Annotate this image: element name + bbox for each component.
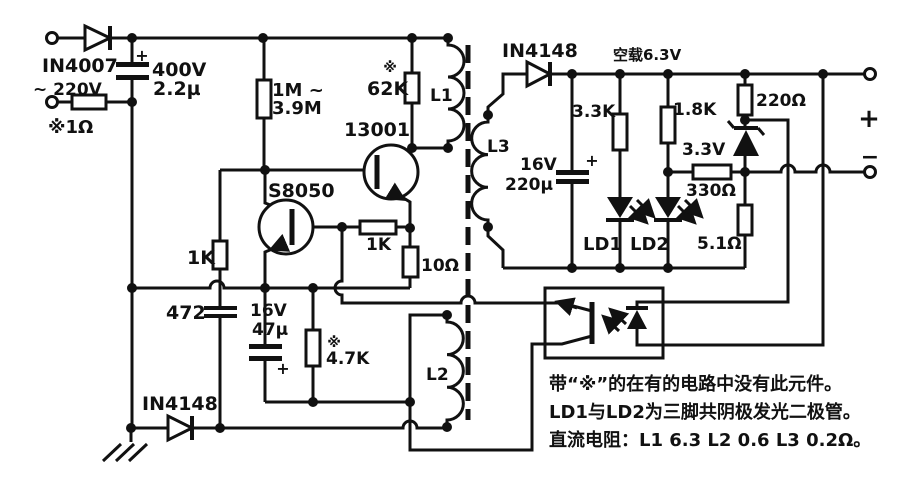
input-terminals <box>45 31 59 109</box>
label-4k7-mark: ※ <box>327 335 341 351</box>
label-zener: 3.3V <box>682 140 726 160</box>
label-in4148-output: IN4148 <box>502 40 578 62</box>
label-bulk-cap-value: 2.2µ <box>153 78 201 100</box>
note-line-3: 直流电阻：L1 6.3 L2 0.6 L3 0.2Ω。 <box>549 429 871 451</box>
label-ld1: LD1 <box>583 234 622 255</box>
label-l1: L1 <box>430 86 453 106</box>
transistor-s8050 <box>257 198 315 256</box>
resistor-62k <box>403 71 421 105</box>
optocoupler <box>543 286 665 360</box>
resistor-1k-base <box>211 239 229 271</box>
output-terminals <box>863 67 877 179</box>
diode-in4148-feedback <box>166 413 196 443</box>
led-ld2 <box>654 197 704 225</box>
label-fuse-resistor: ※1Ω <box>48 117 93 138</box>
labels: IN4007 ~ 220V ※1Ω + 400V 2.2µ 1M ~ 3.9M … <box>33 40 880 415</box>
label-4k7: 4.7K <box>326 349 370 369</box>
label-startup-resistor-2: 3.9M <box>272 98 322 119</box>
label-l2: L2 <box>426 365 449 385</box>
resistor-3k3 <box>611 112 629 152</box>
label-220ohm: 220Ω <box>756 91 806 111</box>
wires <box>57 36 864 452</box>
resistor-220ohm <box>736 83 754 117</box>
label-bulk-cap-voltage: 400V <box>152 59 207 81</box>
transistor-13001 <box>362 143 420 202</box>
label-62k: 62K <box>367 78 409 100</box>
label-10ohm: 10Ω <box>421 256 459 276</box>
diode-in4007 <box>83 23 114 53</box>
capacitor-400v-2u2 <box>116 62 149 80</box>
capacitor-16v-47u <box>249 344 282 361</box>
zener-3v3 <box>726 120 766 156</box>
label-62k-mark: ※ <box>383 60 397 76</box>
label-220u-voltage: 16V <box>520 155 558 175</box>
label-in4007: IN4007 <box>42 55 118 77</box>
resistor-1k8 <box>659 105 677 145</box>
resistor-1ohm <box>70 93 108 111</box>
led-ld1 <box>606 197 656 225</box>
label-output-plus: + <box>858 104 880 134</box>
label-1k8: 1.8K <box>673 100 717 120</box>
notes: 带“※”的在有的电路中没有此元件。 LD1与LD2为三脚共阴极发光二极管。 直流… <box>549 373 871 451</box>
label-47u-plus: + <box>276 359 289 378</box>
label-1k-feedback: 1K <box>366 235 392 255</box>
capacitor-472 <box>204 306 237 318</box>
label-startup-resistor-1: 1M ~ <box>272 80 324 101</box>
ac-terminal-bottom <box>45 95 59 109</box>
dc-terminal-minus <box>863 165 877 179</box>
label-1k-base: 1K <box>187 247 216 269</box>
note-line-2: LD1与LD2为三脚共阴极发光二极管。 <box>549 401 861 423</box>
label-in4148-feedback: IN4148 <box>142 393 218 415</box>
dc-terminal-plus <box>863 67 877 81</box>
capacitor-16v-220u <box>556 170 589 184</box>
diode-in4148-output <box>525 59 554 89</box>
resistor-4k7 <box>304 328 322 368</box>
label-ac-input: ~ 220V <box>33 80 103 100</box>
label-bulk-cap-plus: + <box>135 46 148 65</box>
resistor-330ohm <box>691 163 733 181</box>
resistor-1m-3m9 <box>255 78 273 120</box>
note-line-1: 带“※”的在有的电路中没有此元件。 <box>549 373 842 395</box>
label-13001: 13001 <box>344 119 410 141</box>
label-5r1: 5.1Ω <box>697 234 742 254</box>
label-220u-value: 220µ <box>505 175 553 195</box>
label-s8050: S8050 <box>268 180 335 202</box>
label-3k3: 3.3K <box>572 102 616 122</box>
label-ld2: LD2 <box>630 234 669 255</box>
ac-terminal-top <box>45 31 59 45</box>
label-472: 472 <box>166 302 206 324</box>
label-output-minus: − <box>861 145 879 170</box>
label-330ohm: 330Ω <box>686 181 736 201</box>
label-47u-voltage: 16V <box>250 301 288 321</box>
label-47u-value: 47µ <box>252 320 288 340</box>
junction-dots <box>126 33 828 433</box>
label-no-load-voltage: 空载6.3V <box>613 46 682 64</box>
components <box>45 23 877 463</box>
resistor-5r1 <box>736 203 754 237</box>
resistor-10ohm <box>401 245 420 279</box>
label-l3: L3 <box>487 137 510 157</box>
ground-symbol <box>101 428 149 463</box>
resistor-1k-feedback <box>358 219 398 236</box>
label-220u-plus: + <box>585 151 598 170</box>
